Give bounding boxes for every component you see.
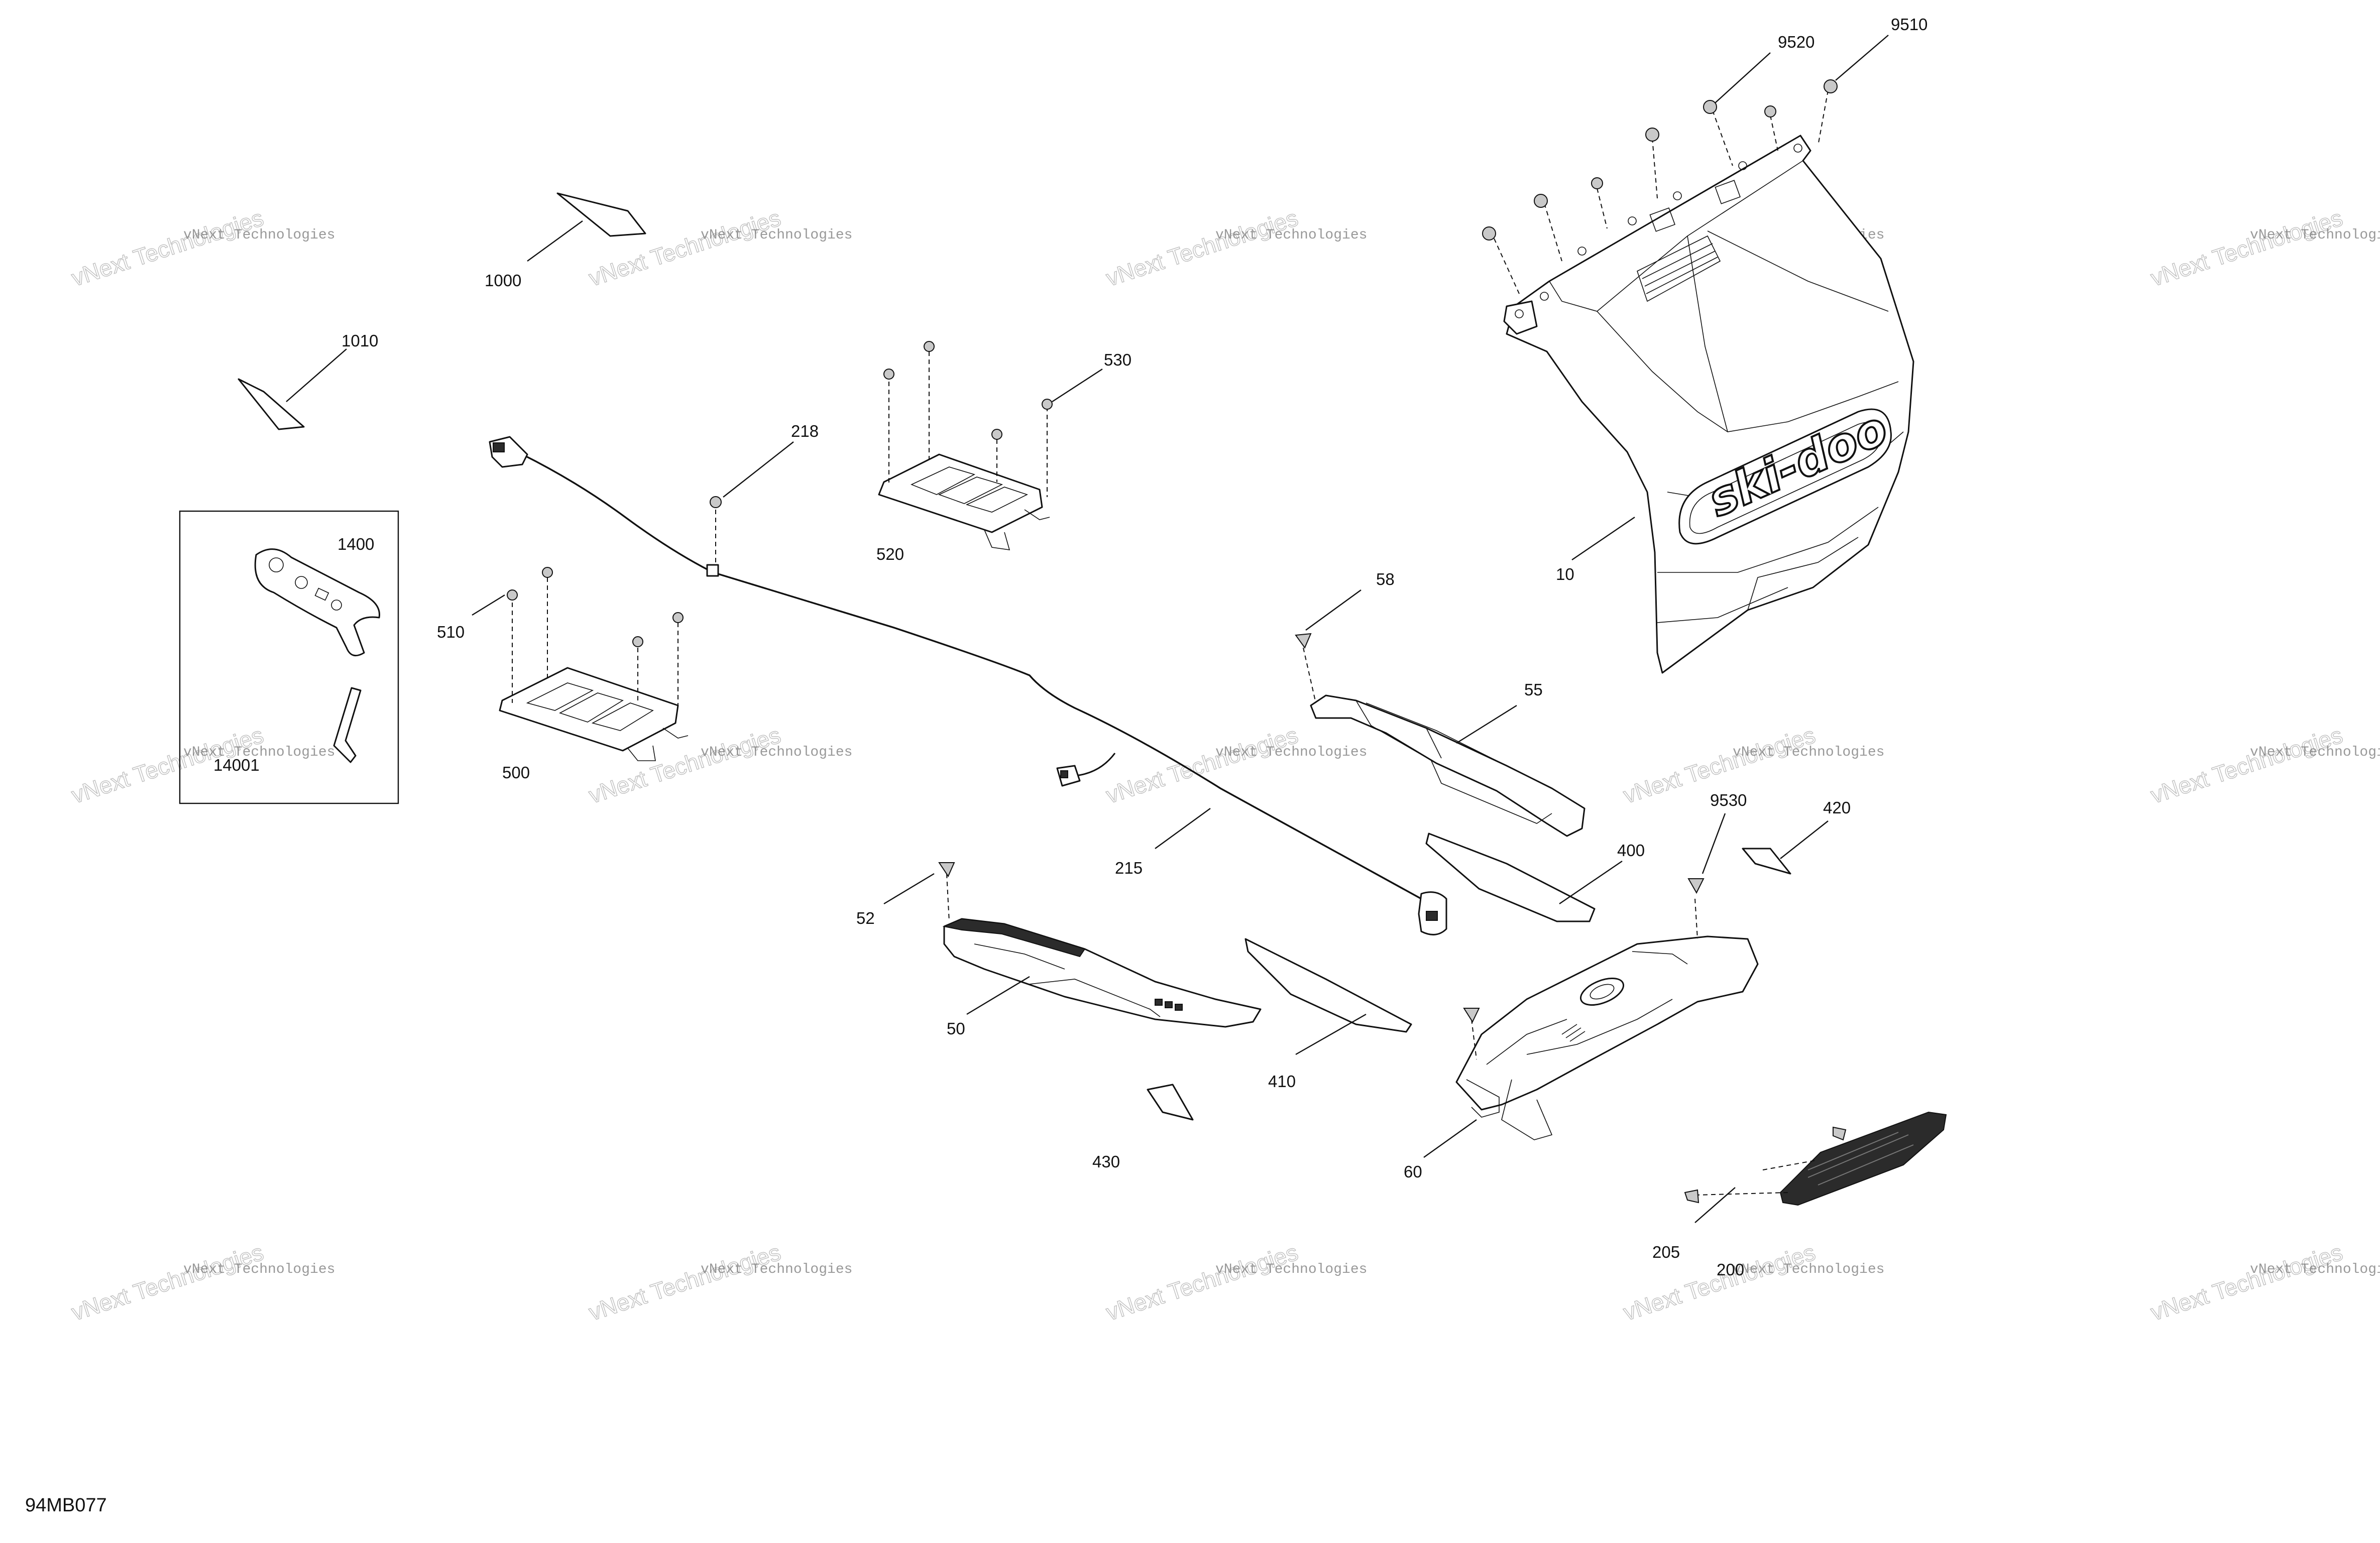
watermark-big: vNext Technologies — [1103, 204, 1301, 291]
callout-510: 510 — [437, 623, 465, 641]
watermark-big: vNext Technologies — [1620, 1239, 1819, 1325]
callout-50: 50 — [947, 1019, 965, 1038]
part-60-side-panel: 9530 60 — [1404, 791, 1759, 1181]
callout-14001: 14001 — [213, 756, 260, 774]
callout-52: 52 — [856, 909, 875, 927]
part-10-hood-panel: ski-doo 10 — [1503, 135, 1914, 674]
watermark-small: vNext Technologies — [1733, 1262, 1884, 1277]
part-215-harness: 218 215 — [489, 422, 1447, 935]
part-1000-decal: 1000 — [485, 192, 646, 290]
callout-520: 520 — [876, 545, 904, 563]
part-50-side-panel: 52 50 — [856, 862, 1262, 1038]
callout-200: 200 — [1717, 1260, 1744, 1279]
callout-410: 410 — [1268, 1072, 1296, 1091]
watermark-small: vNext Technologies — [2250, 745, 2380, 760]
part-400-decal: 400 — [1425, 833, 1645, 922]
callout-9510: 9510 — [1891, 15, 1928, 34]
watermark-small: vNext Technologies — [1215, 1262, 1367, 1277]
watermark-small: vNext Technologies — [701, 1262, 852, 1277]
part-420-decal: 420 — [1742, 798, 1851, 875]
callout-430: 430 — [1092, 1152, 1120, 1171]
callout-55: 55 — [1524, 680, 1543, 699]
watermarks: vNext Technologies vNext Technologies vN… — [68, 204, 2380, 1326]
callout-420: 420 — [1823, 798, 1851, 817]
watermark-big: vNext Technologies — [2147, 722, 2346, 808]
watermark-big: vNext Technologies — [68, 1239, 267, 1325]
callout-1010: 1010 — [342, 331, 378, 350]
part-55-side-panel: 58 55 — [1295, 570, 1585, 837]
watermark-small: vNext Technologies — [701, 227, 852, 243]
watermark-big: vNext Technologies — [68, 204, 267, 291]
watermark-big: vNext Technologies — [2147, 1239, 2346, 1325]
vent-slots — [1561, 1024, 1585, 1042]
callout-10: 10 — [1556, 565, 1574, 583]
vent-grille — [1637, 235, 1721, 302]
watermark-big: vNext Technologies — [586, 1239, 784, 1325]
watermark-small: vNext Technologies — [183, 227, 335, 243]
callout-9520: 9520 — [1778, 33, 1815, 51]
part-1010-decal: 1010 — [238, 331, 378, 430]
figure-id: 94MB077 — [25, 1495, 107, 1516]
watermark-small: vNext Technologies — [2250, 1262, 2380, 1277]
part-200-grille: 205 200 — [1652, 1111, 1947, 1279]
watermark-small: vNext Technologies — [2250, 227, 2380, 243]
tool-kit-box: 1400 14001 — [179, 510, 399, 804]
callout-1400: 1400 — [337, 535, 374, 553]
wrench-icon — [254, 548, 380, 657]
watermark-small: vNext Technologies — [1215, 745, 1367, 760]
callout-218: 218 — [791, 422, 819, 440]
watermark-big: vNext Technologies — [1103, 1239, 1301, 1325]
allen-key-icon — [333, 687, 362, 763]
watermark-small: vNext Technologies — [183, 745, 335, 760]
watermark-big: vNext Technologies — [1103, 722, 1301, 808]
callout-205: 205 — [1652, 1243, 1680, 1261]
watermark-small: vNext Technologies — [1733, 745, 1884, 760]
part-520-plate: 530 520 — [876, 341, 1131, 563]
callout-9530: 9530 — [1710, 791, 1747, 809]
callout-215: 215 — [1115, 859, 1143, 877]
callout-530: 530 — [1104, 350, 1131, 369]
watermark-small: vNext Technologies — [701, 745, 852, 760]
callout-58: 58 — [1376, 570, 1395, 588]
callout-1000: 1000 — [485, 271, 521, 290]
part-500-plate: 510 500 — [437, 567, 689, 782]
part-430-decal: 430 — [1092, 1084, 1194, 1171]
part-410-decal: 410 — [1244, 938, 1412, 1091]
hardware-9510-9520: 9520 9510 — [1482, 15, 1928, 294]
callout-400: 400 — [1617, 841, 1645, 860]
watermark-small: vNext Technologies — [1215, 227, 1367, 243]
watermark-small: vNext Technologies — [183, 1262, 335, 1277]
callout-500: 500 — [502, 763, 530, 782]
watermark-big: vNext Technologies — [2147, 204, 2346, 291]
callout-60: 60 — [1404, 1162, 1422, 1181]
